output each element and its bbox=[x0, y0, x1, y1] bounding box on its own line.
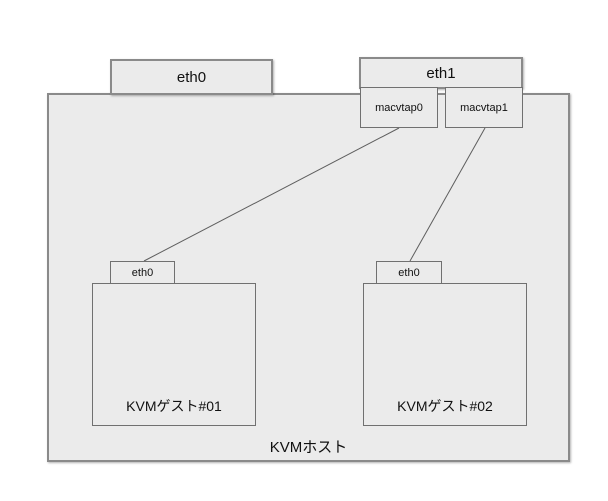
guest1-label: KVMゲスト#01 bbox=[126, 398, 222, 414]
guest1-box: KVMゲスト#01 bbox=[92, 283, 256, 426]
host-nic-eth0-box: eth0 bbox=[110, 59, 273, 95]
guest2-label: KVMゲスト#02 bbox=[397, 398, 493, 414]
guest2-nic-eth0-box: eth0 bbox=[376, 261, 442, 284]
guest1-nic-eth0-box: eth0 bbox=[110, 261, 175, 284]
host-nic-eth0-label: eth0 bbox=[176, 68, 207, 86]
macvtap1-label: macvtap1 bbox=[460, 101, 508, 114]
host-nic-eth1-label: eth1 bbox=[426, 64, 456, 82]
kvm-host-label: KVMホスト bbox=[269, 439, 348, 456]
guest1-nic-eth0-label: eth0 bbox=[131, 266, 154, 279]
host-nic-eth1-box: eth1 bbox=[359, 57, 523, 89]
macvtap0-box: macvtap0 bbox=[360, 87, 438, 128]
macvtap1-box: macvtap1 bbox=[445, 87, 523, 128]
macvtap0-label: macvtap0 bbox=[375, 101, 423, 114]
guest2-box: KVMゲスト#02 bbox=[363, 283, 527, 426]
guest2-nic-eth0-label: eth0 bbox=[398, 266, 420, 279]
